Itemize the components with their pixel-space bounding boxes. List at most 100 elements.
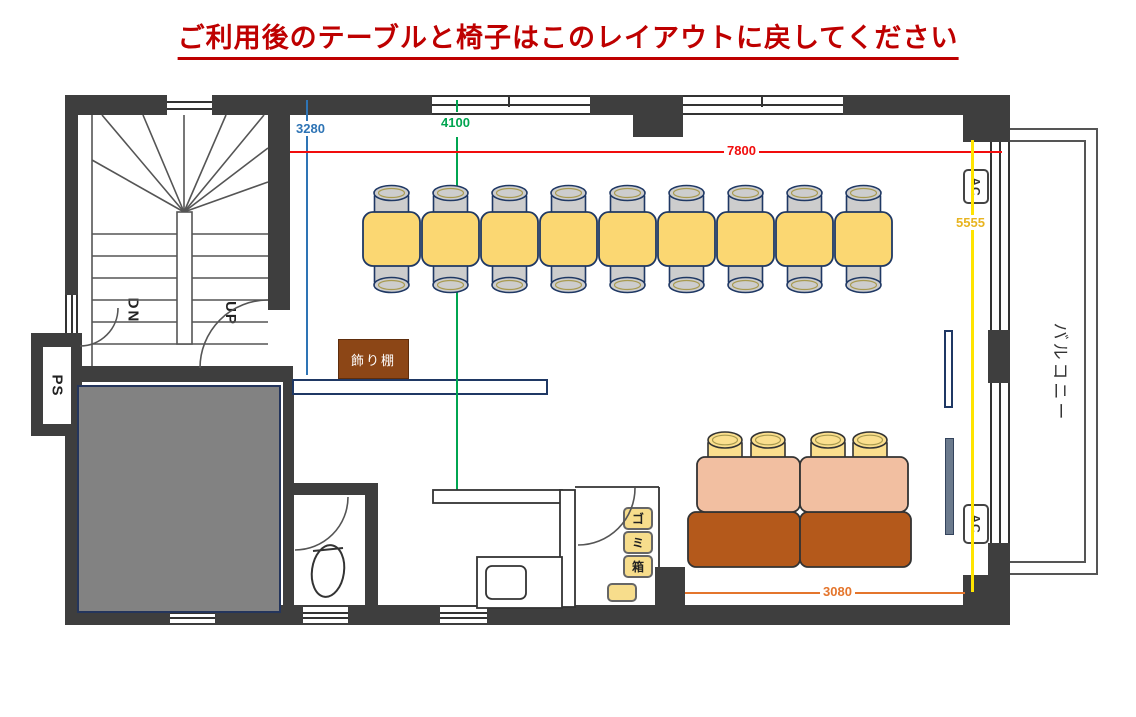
wall-toilet-top	[283, 483, 377, 495]
door-arc-up	[199, 299, 269, 369]
chair-backrest-inner	[672, 187, 701, 199]
chair-backrest-inner	[849, 279, 878, 291]
toilet-fixture	[310, 544, 346, 598]
wall-trash-block	[655, 567, 685, 625]
vent-top-stairs	[167, 95, 212, 115]
wall-corner-top-right	[963, 95, 1010, 142]
chair-backrest	[786, 276, 823, 294]
wall-right-lower	[988, 543, 1010, 625]
dim-label-5555: 5555	[953, 215, 988, 230]
chair-backrest-inner	[849, 187, 878, 199]
chair-backrest-inner	[731, 279, 760, 291]
lounge-sofa	[687, 511, 801, 568]
decorative-shelf-label: 飾り棚	[350, 352, 396, 368]
decorative-shelf: 飾り棚	[338, 339, 409, 379]
lounge-table	[696, 456, 801, 513]
dim-label-4100: 4100	[438, 115, 473, 130]
chair-backrest-inner	[495, 187, 524, 199]
trash-bin-box-2: ミ	[623, 531, 653, 554]
page-title: ご利用後のテーブルと椅子はこのレイアウトに戻してください	[177, 16, 959, 60]
chair-backrest-inner	[814, 434, 842, 446]
dining-table	[421, 211, 480, 267]
wall-top	[65, 95, 167, 115]
shelf-counter	[292, 379, 548, 395]
chair-backrest	[373, 276, 410, 294]
chair-backrest-inner	[711, 434, 739, 446]
window-left	[65, 295, 78, 345]
chair-backrest	[727, 184, 764, 202]
chair-backrest	[609, 276, 646, 294]
chair-backrest-inner	[377, 187, 406, 199]
window-top-1	[432, 95, 590, 115]
chair-backrest-inner	[790, 187, 819, 199]
trash-label-2: ミ	[631, 536, 644, 550]
dining-table	[834, 211, 893, 267]
ac-unit-2: AC	[963, 504, 989, 544]
ac-unit-1: AC	[963, 169, 989, 204]
chair-backrest-inner	[790, 279, 819, 291]
kitchen-wall	[559, 489, 576, 608]
vent-bottom-2	[303, 607, 348, 623]
dining-table	[480, 211, 539, 267]
chair-backrest	[491, 184, 528, 202]
wall-toilet-right	[365, 483, 378, 605]
dining-table	[775, 211, 834, 267]
dim-label-3280: 3280	[293, 121, 328, 136]
kitchen-fixtures	[432, 486, 660, 609]
balcony-inner	[1010, 140, 1086, 563]
chair-backrest	[668, 276, 705, 294]
dining-table	[657, 211, 716, 267]
window-top-2	[683, 95, 843, 115]
chair-backrest-inner	[613, 279, 642, 291]
chair-backrest	[845, 184, 882, 202]
balcony-outer	[1010, 128, 1098, 575]
chair-backrest-inner	[436, 279, 465, 291]
chair-backrest	[609, 184, 646, 202]
door-arc-toilet	[294, 496, 349, 551]
chair-backrest-inner	[554, 187, 583, 199]
dim-label-7800: 7800	[724, 143, 759, 158]
chair-backrest-inner	[613, 187, 642, 199]
dim-line-7800	[290, 151, 1002, 153]
chair-backrest	[668, 184, 705, 202]
chair-backrest-inner	[495, 279, 524, 291]
chair-backrest	[432, 184, 469, 202]
dining-table	[539, 211, 598, 267]
chair-backrest-inner	[731, 187, 760, 199]
wall-left	[65, 95, 78, 295]
wall-top	[212, 95, 432, 115]
small-box	[607, 583, 637, 602]
dining-table	[362, 211, 421, 267]
door-arc-trash	[577, 487, 636, 546]
chair-backrest-inner	[554, 279, 583, 291]
sink-basin	[485, 565, 527, 600]
door-arc-entrance	[79, 307, 119, 347]
vent-bottom-3	[440, 607, 487, 623]
wall-right-mullion	[988, 330, 1010, 383]
dining-table	[716, 211, 775, 267]
pipe-shaft-label-box: PS	[43, 347, 71, 424]
trash-bin-box-1: ゴ	[623, 507, 653, 530]
chair-backrest-inner	[377, 279, 406, 291]
dim-label-3080: 3080	[820, 584, 855, 599]
window-bar-2	[945, 438, 954, 535]
chair-backrest	[550, 276, 587, 294]
masked-area	[77, 385, 281, 613]
chair-backrest	[432, 276, 469, 294]
staircase	[91, 114, 269, 366]
chair-backrest-inner	[754, 434, 782, 446]
wall-stairwell	[268, 95, 290, 310]
wall-stair-hall	[78, 366, 293, 382]
dining-table	[598, 211, 657, 267]
wall-bottom	[65, 605, 1010, 625]
chair-backrest-inner	[856, 434, 884, 446]
chair-backrest	[727, 276, 764, 294]
lounge-sofa	[799, 511, 912, 568]
dim-line-4100-top	[456, 100, 458, 112]
chair-backrest-inner	[436, 187, 465, 199]
chair-backrest	[845, 276, 882, 294]
dim-line-3280	[306, 100, 308, 375]
